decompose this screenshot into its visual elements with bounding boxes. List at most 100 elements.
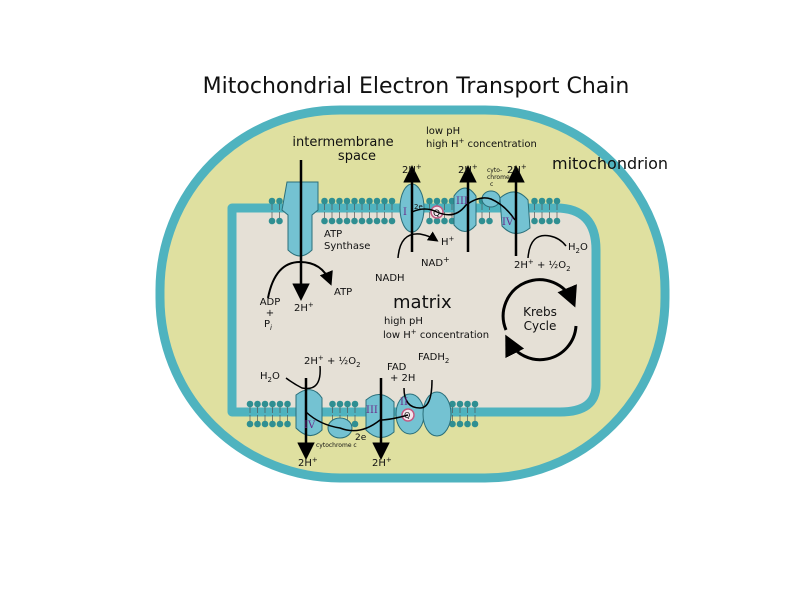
adp-to-atp-arrow [267,260,333,299]
cytochrome-c-bottom-label: cytochrome c [316,442,357,449]
lipid-head [284,420,291,428]
lipid-head [381,197,388,205]
oxygen-eq-lower: 2H+ + ½O2 [304,354,361,369]
electron-path-lower [305,411,409,432]
complex-iv-numeral: IV [502,217,514,228]
lipid-head [441,217,448,225]
oxygen-water-arrow-lower [285,365,321,390]
lipid-head [471,400,479,408]
q-upper-label: Q [433,209,440,219]
lipid-head [553,217,561,225]
h2o-upper-label: H2O [568,242,588,255]
complex-iv-2h-label: 2H+ [507,163,527,176]
lipid-head [366,217,373,225]
complex-ii-numeral: II [400,397,408,408]
lipid-head [284,400,291,408]
lipid-head [344,400,351,408]
lipid-head [321,197,328,205]
lipid-head [276,400,284,408]
oxygen-eq-upper: 2H+ + ½O2 [514,258,571,273]
lipid-head [388,217,396,225]
lipid-head [351,400,359,408]
complex-i-numeral: I [403,207,407,218]
lipid-head [246,400,254,408]
fad-2h-label: + 2H [390,373,415,384]
atp-synthase-label-line2: Synthase [324,241,370,252]
lipid-head [433,217,441,225]
lipid-head [553,197,561,205]
lipid-head [426,217,433,225]
lipid-head [276,197,283,205]
low-h-label: low H+ concentration [383,328,489,341]
complex-i-2h-label: 2H+ [402,163,422,176]
high-h-label: high H+ concentration [426,137,537,150]
oxygen-water-arrow-upper [527,234,567,259]
cytochrome-c-top-line2: chrome [487,174,510,181]
inner-membrane [227,203,601,417]
lipid-head [321,217,328,225]
upper-lipid-bilayer [268,197,561,225]
intermembrane-label-line1: intermembrane [292,135,393,150]
nad-label: NAD+ [421,255,450,269]
lipid-head [538,217,546,225]
lipid-head [261,420,269,428]
mitochondrion-label: mitochondrion [552,154,668,173]
high-ph-label: high pH [384,316,423,327]
lower-lipid-bilayer [246,400,479,428]
nadh-label: NADH [375,273,405,284]
complex-iv-lower-2h-label: 2H+ [298,456,318,469]
krebs-label-line2: Cycle [524,319,557,333]
lipid-head [269,400,276,408]
complex-iii-numeral: III [456,196,468,207]
complex-iii-2h-label: 2H+ [458,163,478,176]
krebs-arrow-bottom [505,325,578,362]
lipid-head [471,420,479,428]
q-lower-label: Q [404,411,410,420]
lipid-head [343,197,351,205]
lipid-head [426,197,433,205]
lipid-head [261,400,269,408]
intermembrane-label-line2: space [338,149,376,164]
lipid-head [441,197,448,205]
lipid-head [449,420,456,428]
lipid-head [328,197,336,205]
two-e-lower-label: 2e [355,433,367,443]
lipid-head [366,197,373,205]
lipid-head [531,197,538,205]
electron-path-upper [411,197,516,221]
nadh-arrow [397,231,439,259]
atp-label: ATP [334,287,352,298]
lipid-head [268,197,276,205]
atp-synthase-2h-label: 2H+ [294,301,314,314]
lipid-head [464,400,471,408]
two-e-upper-label: 2e [414,203,423,211]
lipid-head [336,217,343,225]
h-plus-label: H+ [441,235,455,248]
fadh2-label: FADH2 [418,352,449,365]
atp-synthase-label-line1: ATP [324,229,342,240]
lipid-head [456,420,464,428]
matrix-label: matrix [393,292,452,313]
lipid-head [456,400,464,408]
lipid-head [351,197,358,205]
lipid-head [246,420,254,428]
lipid-head [328,217,336,225]
lipid-head [538,197,546,205]
lipid-head [269,420,276,428]
fad-arrow [403,379,433,409]
lipid-head [358,217,366,225]
lipid-head [381,217,388,225]
lipid-head [478,217,486,225]
lipid-head [336,197,343,205]
h2o-lower-label: H2O [260,371,280,384]
cytochrome-c-top-line3: c [490,181,493,188]
complex-iv-lower-numeral: IV [304,420,316,431]
krebs-label-line1: Krebs [523,305,557,319]
fad-label: FAD [387,362,407,373]
lipid-head [373,217,381,225]
lipid-head [449,400,456,408]
lipid-head [336,400,344,408]
phosphate-label: Pi [264,319,272,332]
